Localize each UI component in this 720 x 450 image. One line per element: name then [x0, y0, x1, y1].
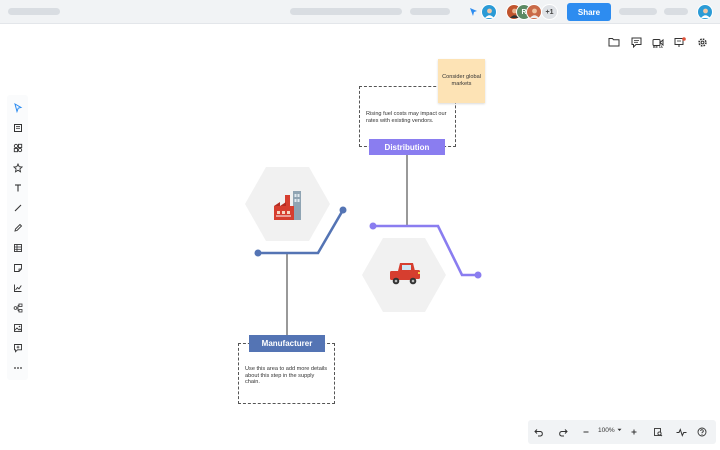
template-tool[interactable]	[10, 120, 25, 135]
distribution-flow-line[interactable]	[373, 224, 478, 277]
zoom-level-value: 100%	[598, 427, 615, 434]
table-icon	[13, 243, 22, 252]
help-button[interactable]	[694, 424, 710, 440]
zoom-out-button[interactable]	[578, 424, 594, 440]
document-title-placeholder[interactable]	[8, 8, 60, 15]
comment-add-icon	[13, 343, 22, 353]
user-avatar[interactable]	[481, 4, 497, 20]
truck-icon	[390, 263, 420, 285]
minus-icon	[583, 431, 589, 433]
shapes-icon	[13, 143, 22, 152]
line-tool[interactable]	[10, 200, 25, 215]
text-tool[interactable]	[10, 180, 25, 195]
activity-button[interactable]	[673, 424, 689, 440]
share-button[interactable]: Share	[567, 3, 611, 21]
image-icon	[13, 323, 22, 332]
template-icon	[13, 123, 22, 132]
manufacturer-note-text: Use this area to add more details about …	[245, 366, 328, 386]
menu-placeholder[interactable]	[290, 8, 402, 15]
folder-icon	[608, 38, 620, 47]
chart-icon	[13, 284, 22, 292]
sticky-note-text: Consider global markets	[442, 74, 481, 87]
presentation-button[interactable]	[671, 33, 689, 51]
manufacturer-flow-line[interactable]	[258, 209, 345, 255]
sticky-note-tool[interactable]	[10, 260, 25, 275]
undo-button[interactable]	[531, 424, 547, 440]
manufacturer-label[interactable]: Manufacturer	[249, 335, 325, 352]
gear-icon	[697, 37, 707, 47]
presentation-icon	[674, 36, 686, 47]
profile-avatar[interactable]	[697, 4, 713, 20]
video-button[interactable]: BETA	[649, 33, 667, 51]
video-icon	[652, 38, 664, 46]
select-tool[interactable]	[10, 100, 25, 115]
zoom-level[interactable]: 100%	[598, 427, 622, 434]
zoom-in-button[interactable]	[626, 424, 642, 440]
account-menu-placeholder[interactable]	[619, 8, 657, 15]
comment-button[interactable]	[627, 33, 645, 51]
more-collaborators-badge[interactable]: +1	[541, 4, 558, 20]
page-search-icon	[654, 428, 663, 437]
line-icon	[14, 204, 21, 211]
distribution-flow-end-point[interactable]	[474, 271, 482, 279]
undo-icon	[534, 428, 543, 436]
distribution-label[interactable]: Distribution	[369, 139, 445, 155]
settings-button[interactable]	[693, 33, 711, 51]
comment-tool[interactable]	[10, 340, 25, 355]
video-beta-badge: BETA	[652, 45, 664, 49]
favorites-tool[interactable]	[10, 160, 25, 175]
distribution-label-text: Distribution	[384, 142, 430, 152]
more-tools[interactable]	[10, 360, 25, 375]
star-icon	[12, 162, 23, 173]
diagram-icon	[13, 303, 22, 312]
factory-icon	[274, 191, 301, 220]
sticky-note-icon	[13, 263, 22, 272]
text-icon	[14, 183, 21, 191]
plus-icon	[631, 429, 637, 435]
left-toolbar	[7, 95, 28, 380]
diagram-tool[interactable]	[10, 300, 25, 315]
distribution-note-text: Rising fuel costs may impact our rates w…	[366, 111, 447, 124]
ellipsis-icon	[13, 366, 22, 369]
top-bar: R +1 Share	[0, 0, 720, 24]
collaborator-initial: R	[521, 8, 527, 16]
pen-icon	[13, 223, 22, 232]
chevron-down-icon	[617, 429, 622, 432]
distribution-flow-start-point[interactable]	[369, 222, 377, 230]
menu-placeholder-2[interactable]	[410, 8, 450, 15]
redo-button[interactable]	[555, 424, 571, 440]
image-tool[interactable]	[10, 320, 25, 335]
redo-icon	[559, 428, 568, 436]
share-button-label: Share	[577, 7, 601, 17]
help-menu-placeholder[interactable]	[664, 8, 688, 15]
pointer-icon	[13, 102, 22, 113]
table-tool[interactable]	[10, 240, 25, 255]
sticky-note[interactable]: Consider global markets	[438, 59, 485, 103]
fit-to-screen-button[interactable]	[650, 424, 666, 440]
help-icon	[697, 427, 707, 437]
manufacturer-flow-end-point[interactable]	[339, 206, 347, 214]
shapes-tool[interactable]	[10, 140, 25, 155]
manufacturer-label-text: Manufacturer	[261, 339, 313, 348]
activity-icon	[676, 427, 686, 437]
pen-tool[interactable]	[10, 220, 25, 235]
comment-icon	[631, 37, 641, 48]
chart-tool[interactable]	[10, 280, 25, 295]
folder-button[interactable]	[605, 33, 623, 51]
cursor-icon	[470, 8, 477, 16]
more-collaborators-count: +1	[545, 8, 554, 16]
manufacturer-flow-start-point[interactable]	[254, 249, 262, 257]
